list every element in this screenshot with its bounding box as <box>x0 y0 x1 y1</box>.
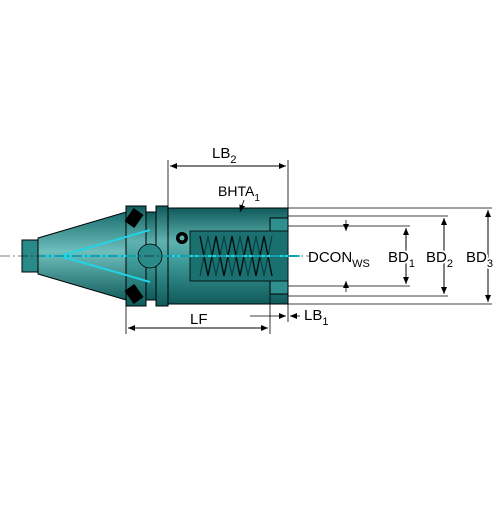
leader-bhta1 <box>239 199 246 213</box>
label-lb1: LB1 <box>304 307 328 328</box>
label-dcon-ws: DCONWS <box>308 249 370 270</box>
label-bd1: BD1 <box>388 249 415 270</box>
dimension-lf <box>125 294 271 334</box>
label-lf: LF <box>190 311 208 328</box>
set-screw-icon <box>176 232 188 244</box>
dimension-lb2 <box>167 160 289 212</box>
label-bd2: BD2 <box>426 249 453 270</box>
label-lb2: LB2 <box>212 145 236 166</box>
drive-key-icon <box>124 208 144 304</box>
dimension-lb1 <box>250 304 300 322</box>
label-bhta1: BHTA1 <box>218 183 260 204</box>
label-bd3: BD3 <box>466 249 493 270</box>
extension-lines-right <box>288 207 492 305</box>
